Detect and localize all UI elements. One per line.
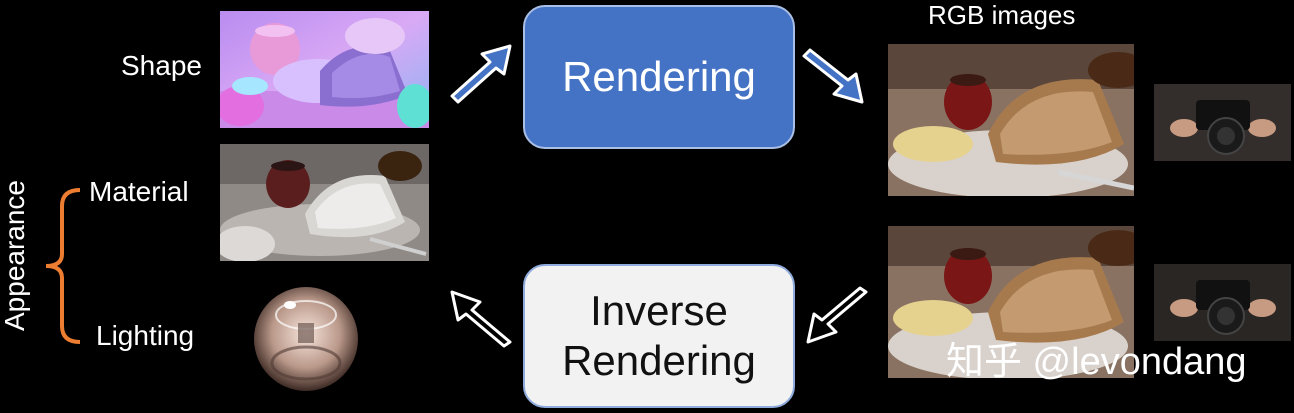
arrow-right-icon	[802, 48, 864, 104]
shape-image	[220, 11, 429, 128]
lighting-sphere-image	[252, 285, 360, 393]
material-image	[220, 144, 429, 261]
arrow-right-icon	[450, 44, 512, 104]
rendering-box: Rendering	[523, 5, 795, 149]
watermark-text: 知乎 @levondang	[946, 341, 1247, 383]
rgb-images-label: RGB images	[928, 0, 1076, 30]
appearance-brace	[45, 188, 81, 344]
camera-photo-bottom	[1154, 264, 1291, 341]
arrow-left-icon	[806, 286, 868, 344]
lighting-label: Lighting	[96, 320, 195, 351]
appearance-label: Appearance	[0, 179, 30, 331]
rgb-bread-image-top	[888, 44, 1134, 196]
material-label: Material	[89, 176, 189, 207]
inverse-label-line2: Rendering	[562, 337, 756, 384]
camera-photo-top	[1154, 84, 1291, 161]
inverse-rendering-box: Inverse Rendering	[523, 264, 795, 408]
arrow-left-icon	[450, 290, 512, 348]
rendering-label: Rendering	[562, 53, 756, 101]
inverse-label-line1: Inverse	[590, 287, 728, 335]
shape-label: Shape	[121, 50, 202, 81]
rgb-bread-image-bottom	[888, 226, 1134, 378]
